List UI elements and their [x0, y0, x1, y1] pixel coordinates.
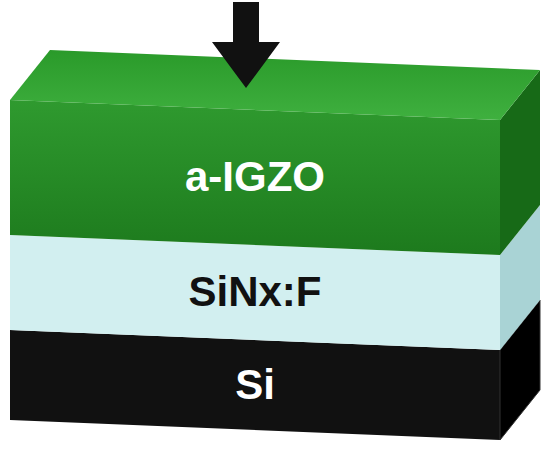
layer-band: Si [10, 340, 500, 430]
igzo-front [10, 100, 500, 255]
igzo-top [10, 50, 540, 120]
layer-label: Si [235, 362, 275, 408]
layer-label: SiNx:F [188, 269, 321, 315]
incident-arrow [212, 2, 280, 88]
layer-band: SiNx:F [10, 245, 500, 340]
sinx-front [10, 235, 500, 350]
layer-band: a-IGZO [10, 110, 500, 245]
layer-label: a-IGZO [185, 154, 325, 200]
